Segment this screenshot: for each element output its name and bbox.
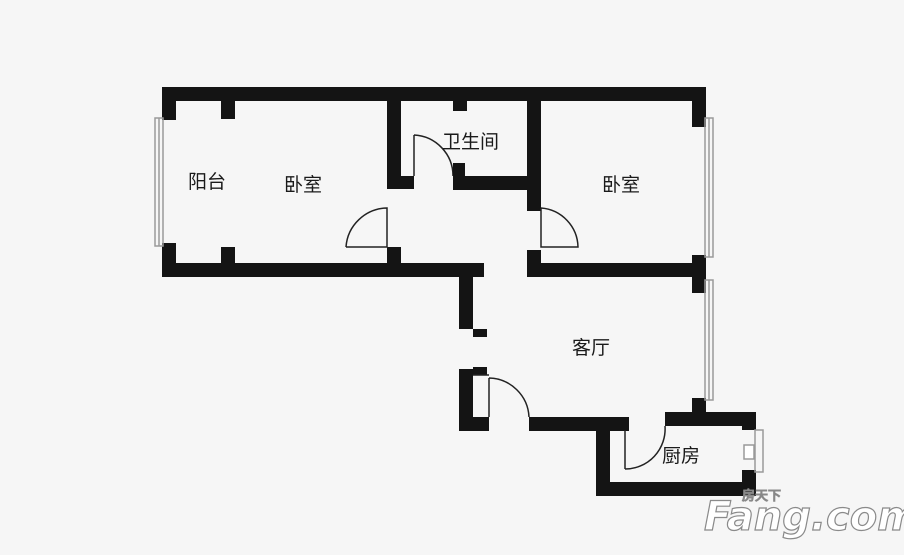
- wall-living-left-lower: [459, 369, 473, 431]
- wall-kitchen-top: [665, 412, 756, 426]
- watermark-brand: Fang.com: [704, 494, 904, 540]
- windows: [154, 117, 764, 473]
- wall-right-top: [692, 87, 706, 127]
- label-bathroom: 卫生间: [442, 131, 499, 153]
- label-kitchen: 厨房: [662, 445, 700, 467]
- wall-partition-1b: [387, 247, 401, 263]
- wall-top: [162, 87, 706, 101]
- wall-stub-bottom: [221, 247, 235, 263]
- door-bathroom: [413, 134, 454, 177]
- window-kitchen: [754, 429, 764, 473]
- wall-living-bottom-left: [459, 417, 489, 431]
- wall-kitchen-bottom: [596, 482, 756, 496]
- watermark-small: 房天下: [742, 488, 781, 504]
- wall-kitchen-stub: [610, 417, 622, 430]
- watermark: 房天下 Fang.com: [703, 488, 904, 541]
- wall-bath-left-stub: [401, 176, 414, 189]
- door-right-bedroom: [540, 207, 579, 248]
- door-kitchen: [624, 425, 666, 470]
- wall-bedroom-bottom: [162, 263, 387, 277]
- wall-living-stub: [473, 329, 487, 337]
- wall-left-upper: [162, 87, 176, 120]
- wall-right-mid: [692, 255, 706, 293]
- door-entry: [488, 377, 530, 418]
- wall-bath-bottom: [453, 176, 541, 190]
- room-labels: 阳台 卧室 卫生间 卧室 客厅 厨房: [188, 131, 700, 467]
- wall-living-left-upper: [459, 263, 473, 329]
- wall-bath-top-stub: [453, 101, 467, 111]
- wall-living-stub2: [473, 367, 487, 375]
- wall-kitchen-right-bottom: [742, 470, 756, 496]
- wall-kitchen-left: [596, 417, 610, 496]
- label-bedroom-right: 卧室: [602, 174, 640, 196]
- doors: [345, 134, 666, 470]
- wall-kitchen-right-top: [742, 412, 756, 430]
- door-markers: [453, 178, 539, 263]
- label-balcony: 阳台: [188, 171, 226, 193]
- wall-partition-1: [387, 101, 401, 189]
- wall-rbed-bottom: [527, 263, 706, 277]
- walls: [162, 87, 756, 496]
- label-living-room: 客厅: [572, 337, 610, 359]
- wall-stub-top: [221, 101, 235, 119]
- label-bedroom-left: 卧室: [284, 174, 322, 196]
- door-left-bedroom: [345, 207, 388, 248]
- wall-bath-right: [527, 101, 541, 211]
